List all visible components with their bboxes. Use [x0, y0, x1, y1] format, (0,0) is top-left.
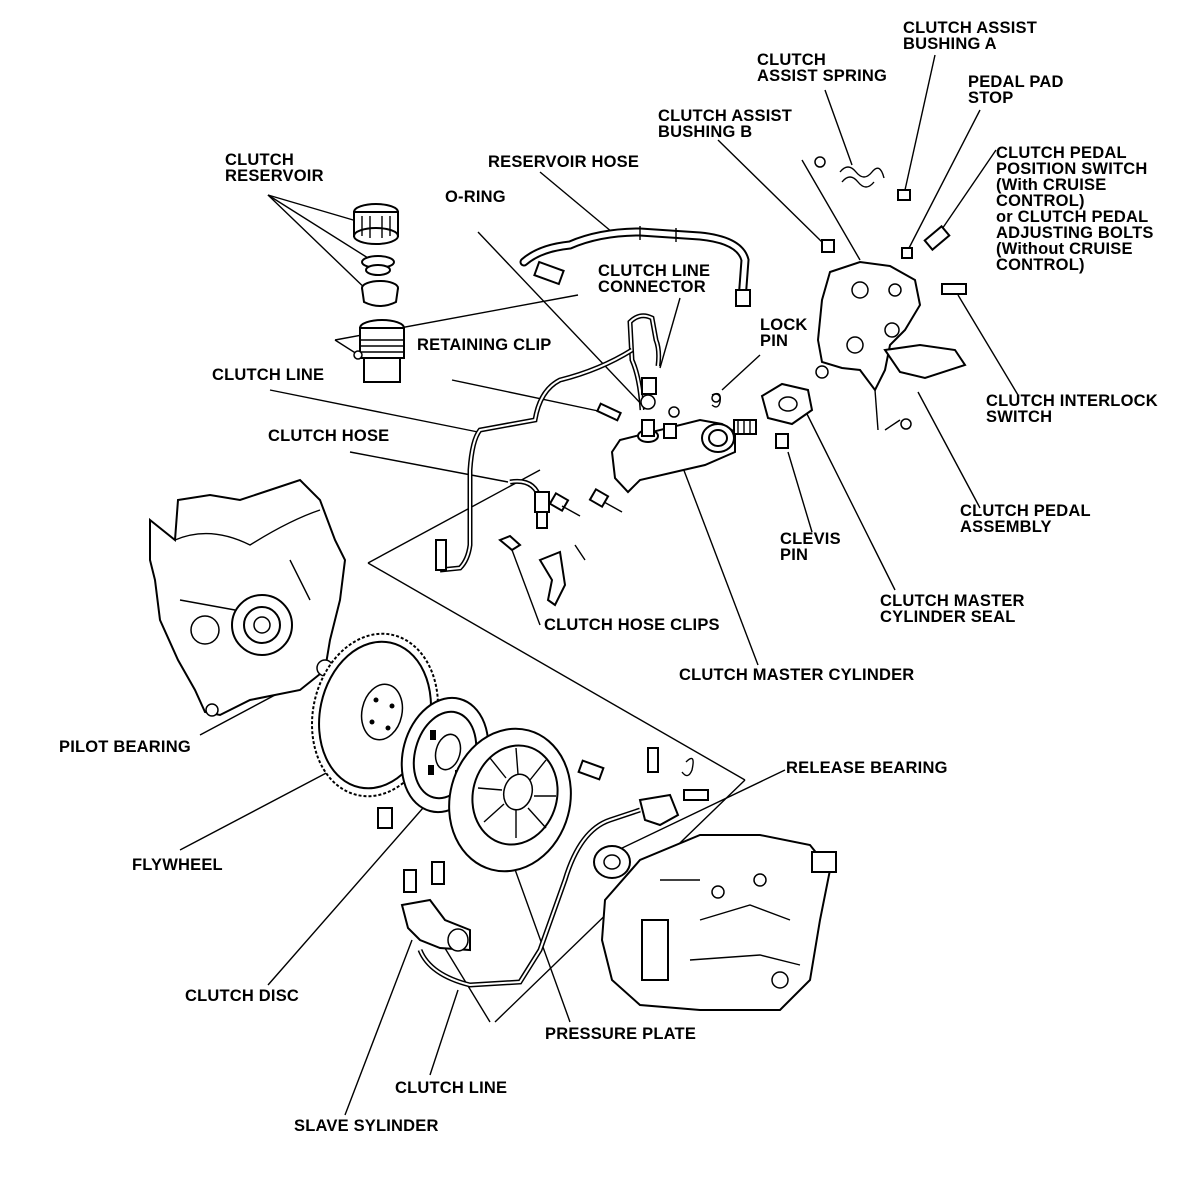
transmission [593, 834, 837, 1011]
label-clutch-line-upper: CLUTCH LINE [212, 366, 325, 384]
label-reservoir-hose: RESERVOIR HOSE [488, 153, 640, 171]
master-cylinder [596, 377, 757, 494]
label-slave-cylinder: SLAVE SYLINDER [294, 1117, 439, 1135]
label-lock-pin: LOCK PIN [760, 316, 808, 350]
label-clutch-assist-bushing-b: CLUTCH ASSIST BUSHING B [658, 107, 792, 141]
label-retaining-clip: RETAINING CLIP [417, 336, 552, 354]
label-release-bearing: RELEASE BEARING [786, 759, 948, 777]
label-o-ring: O-RING [445, 188, 506, 206]
reservoir-hose [519, 226, 751, 307]
label-clevis-pin: CLEVIS PIN [780, 530, 841, 564]
label-pilot-bearing: PILOT BEARING [59, 738, 191, 756]
slave-cylinder [400, 747, 709, 988]
label-pressure-plate: PRESSURE PLATE [545, 1025, 697, 1043]
clutch-line-upper [435, 313, 662, 573]
label-clutch-disc: CLUTCH DISC [185, 987, 300, 1005]
label-clutch-master-cylinder-seal: CLUTCH MASTER CYLINDER SEAL [880, 592, 1025, 626]
label-clutch-hose: CLUTCH HOSE [268, 427, 390, 445]
pedal-assembly [760, 156, 967, 449]
pressure-plate [448, 727, 605, 873]
clutch-reservoir-parts [353, 203, 405, 383]
label-clutch-line-lower: CLUTCH LINE [395, 1079, 508, 1097]
label-clutch-line-connector: CLUTCH LINE CONNECTOR [598, 262, 711, 296]
label-clutch-master-cylinder: CLUTCH MASTER CYLINDER [679, 666, 915, 684]
engine-block [149, 478, 347, 717]
clutch-hose [498, 478, 623, 607]
label-clutch-interlock-switch: CLUTCH INTERLOCK SWITCH [986, 392, 1158, 426]
label-clutch-hose-clips: CLUTCH HOSE CLIPS [544, 616, 720, 634]
label-flywheel: FLYWHEEL [132, 856, 223, 874]
label-clutch-reservoir: CLUTCH RESERVOIR [225, 151, 324, 185]
label-clutch-assist-bushing-a: CLUTCH ASSIST BUSHING A [903, 19, 1037, 53]
label-clutch-pedal-assembly: CLUTCH PEDAL ASSEMBLY [960, 502, 1091, 536]
label-clutch-assist-spring: CLUTCH ASSIST SPRING [757, 51, 888, 85]
label-clutch-pedal-position-switch: CLUTCH PEDAL POSITION SWITCH (With CRUIS… [996, 144, 1154, 274]
label-pedal-pad-stop: PEDAL PAD STOP [968, 73, 1064, 107]
